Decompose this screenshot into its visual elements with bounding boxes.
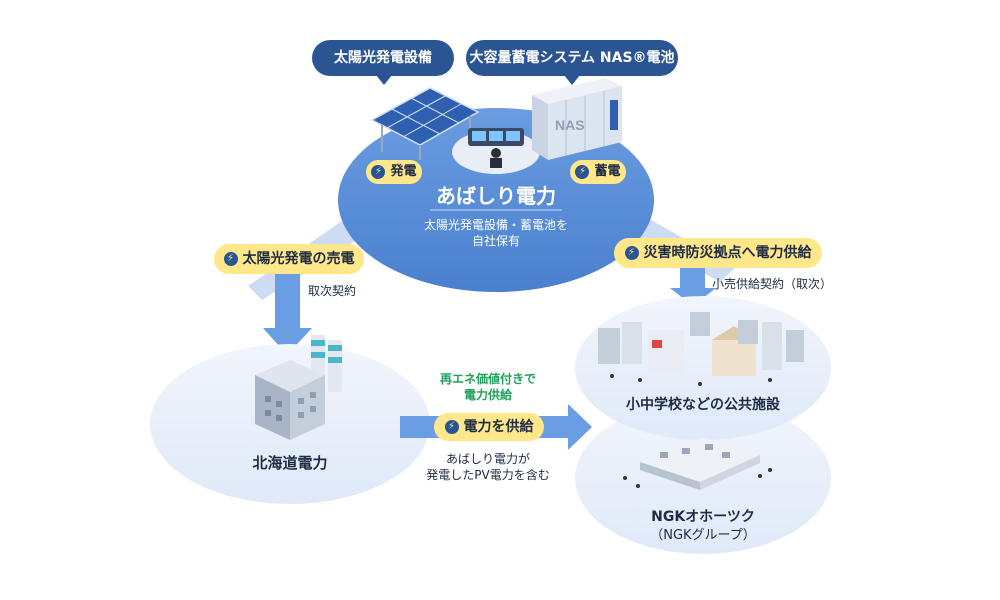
public-facilities-illustration xyxy=(598,312,804,386)
lightning-bolt-icon: ⚡ xyxy=(624,246,639,260)
hokkaido-name: 北海道電力 xyxy=(252,454,328,472)
solar-label-tail xyxy=(376,75,392,85)
right-contract-note: 小売供給契約（取次） xyxy=(712,277,833,291)
nas-battery-label: 大容量蓄電システム NAS®電池 xyxy=(466,40,678,76)
lightning-bolt-icon: ⚡ xyxy=(444,420,459,434)
supply-note-bottom-line1: あばしり電力が xyxy=(445,452,530,466)
badge-solar-sale-text: 太陽光発電の売電 xyxy=(242,251,355,267)
badge-power-supply-text: 電力を供給 xyxy=(463,419,534,435)
public-facilities-name: 小中学校などの公共施設 xyxy=(626,397,780,413)
center-subtitle-line2: 自社保有 xyxy=(471,234,520,248)
nas-battery-illustration: NAS xyxy=(532,78,622,160)
supply-note-top-line1: 再エネ価値付きで xyxy=(439,372,536,386)
ngk-factory-illustration xyxy=(623,438,772,490)
lightning-bolt-icon: ⚡ xyxy=(575,165,590,179)
supply-note-top-line2: 電力供給 xyxy=(463,388,512,402)
supply-note-bottom-line2: 発電したPV電力を含む xyxy=(426,468,550,482)
nas-cabinet-text: NAS xyxy=(555,117,585,133)
center-subtitle-line1: 太陽光発電設備・蓄電池を xyxy=(423,218,568,232)
ngk-sub: （NGKグループ） xyxy=(650,528,756,543)
power-plant-illustration xyxy=(255,335,342,440)
lightning-bolt-icon: ⚡ xyxy=(223,252,238,266)
nas-label-tail xyxy=(564,75,580,85)
left-contract-note: 取次契約 xyxy=(308,284,357,298)
lightning-bolt-icon: ⚡ xyxy=(371,165,386,179)
solar-equipment-label: 太陽光発電設備 xyxy=(312,40,454,76)
control-room-illustration xyxy=(452,128,540,174)
badge-disaster-supply: ⚡ 災害時防災拠点へ電力供給 xyxy=(614,238,822,268)
badge-power-supply: ⚡ 電力を供給 xyxy=(434,413,544,441)
badge-storage-text: 蓄電 xyxy=(594,164,621,179)
badge-storage: ⚡ 蓄電 xyxy=(570,160,626,184)
badge-solar-sale: ⚡ 太陽光発電の売電 xyxy=(214,244,364,274)
badge-disaster-supply-text: 災害時防災拠点へ電力供給 xyxy=(643,245,812,261)
badge-generation: ⚡ 発電 xyxy=(366,160,422,184)
solar-panel-illustration xyxy=(370,87,480,160)
nas-battery-text: 大容量蓄電システム NAS®電池 xyxy=(469,50,675,66)
ngk-name: NGKオホーツク xyxy=(651,509,755,525)
solar-equipment-text: 太陽光発電設備 xyxy=(334,50,432,66)
center-title: あばしり電力 xyxy=(436,184,556,208)
badge-generation-text: 発電 xyxy=(390,164,417,179)
center-disc xyxy=(338,108,654,292)
